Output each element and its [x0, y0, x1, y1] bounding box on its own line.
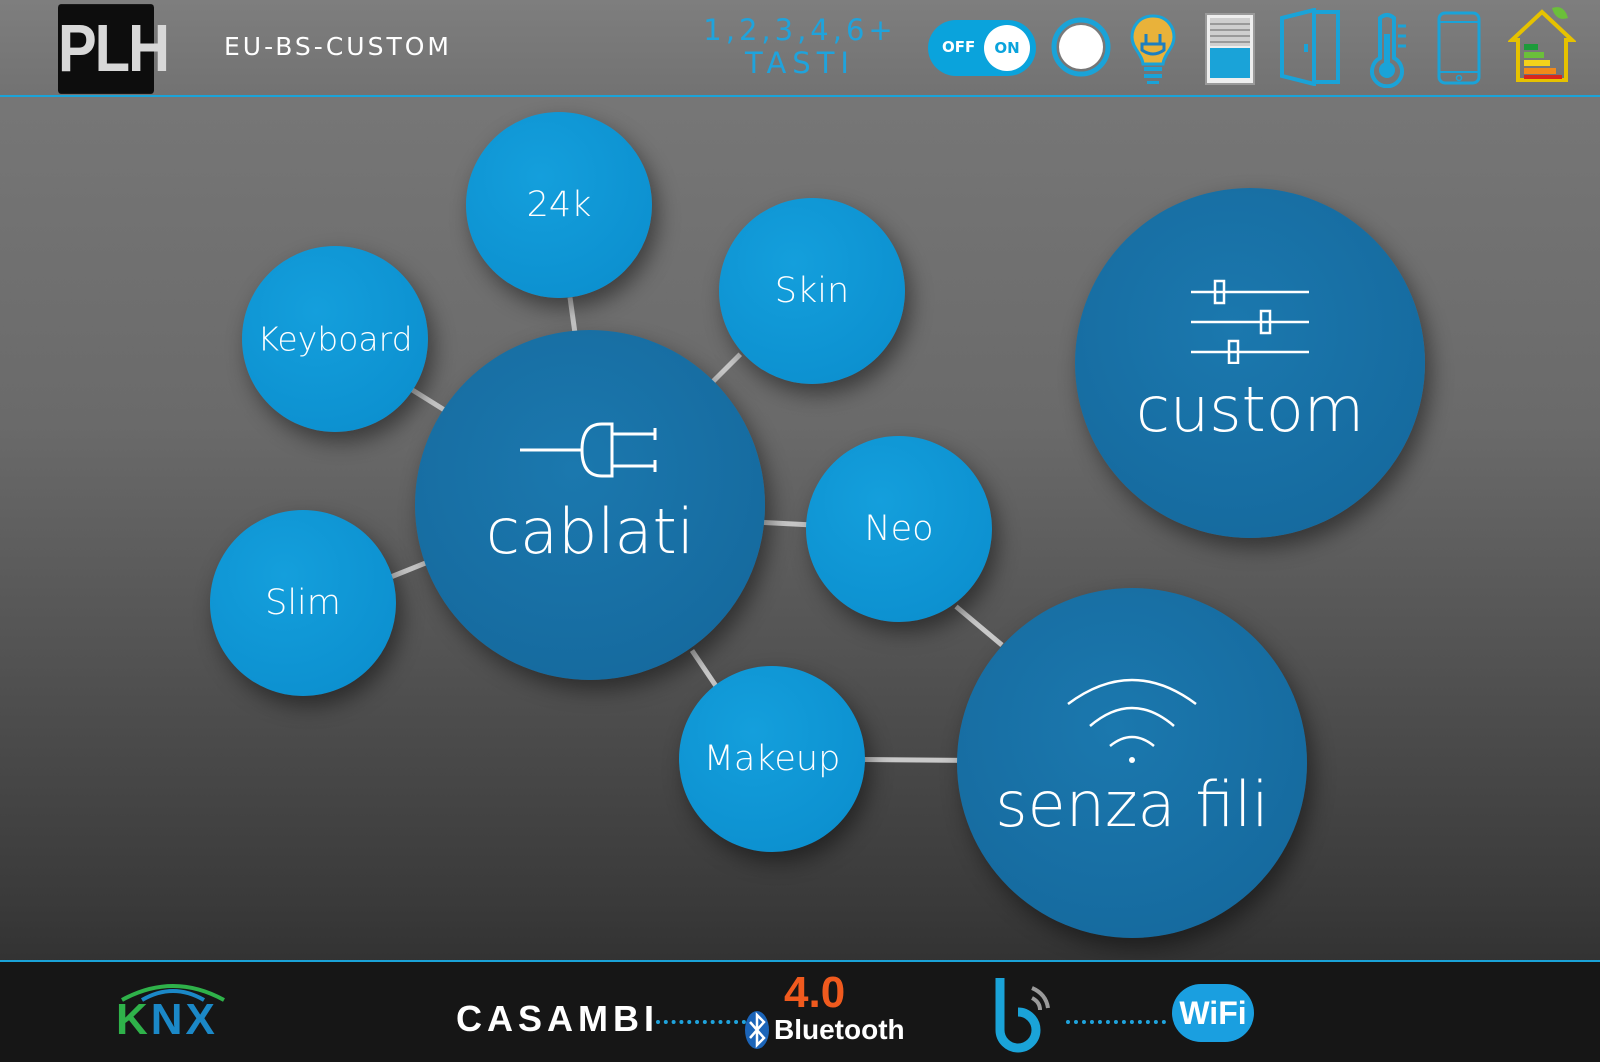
- link-neo-senza-fili: [954, 604, 1004, 647]
- bubble-keyboard[interactable]: Keyboard: [242, 246, 428, 432]
- door-icon[interactable]: [1278, 8, 1342, 86]
- energy-house-icon[interactable]: [1508, 4, 1576, 84]
- bubble-neo[interactable]: Neo: [806, 436, 992, 622]
- keys-count-numbers: 1,2,3,4,6+: [703, 13, 897, 47]
- casambi-bt-dots: [656, 1020, 746, 1024]
- bulb-plug-icon[interactable]: [1128, 12, 1178, 86]
- bubble-slim[interactable]: Slim: [210, 510, 396, 696]
- model-title: EU-BS-CUSTOM: [224, 32, 452, 61]
- plug-icon: [520, 422, 657, 478]
- thermometer-icon[interactable]: [1362, 10, 1412, 88]
- bubble-keyboard-label: Keyboard: [257, 319, 413, 359]
- bubble-skin[interactable]: Skin: [719, 198, 905, 384]
- bubble-skin-label: Skin: [774, 271, 850, 311]
- bubble-makeup-label: Makeup: [703, 739, 841, 779]
- knx-logo-k: K: [116, 995, 151, 1044]
- bluetooth-logo[interactable]: Bluetooth: [774, 1014, 905, 1045]
- dimmer-icon[interactable]: [1050, 16, 1112, 78]
- bubble-24k-label: 24k: [526, 185, 592, 225]
- link-makeup-senza-fili: [861, 757, 963, 763]
- bluetooth-icon: [745, 1011, 769, 1049]
- link-cablati-skin: [710, 352, 743, 385]
- toggle-off-label: OFF: [942, 38, 976, 56]
- blind-icon[interactable]: [1204, 12, 1256, 86]
- b-wireless-icon[interactable]: [990, 974, 1062, 1054]
- smartphone-icon[interactable]: [1436, 10, 1482, 86]
- bubble-senza-fili-label: senza fili: [995, 768, 1269, 841]
- knx-logo-nx: NX: [150, 995, 218, 1044]
- footer-bar: KNX CASAMBI 4.0 Bluetooth WiFi: [0, 960, 1600, 1062]
- keys-count-label[interactable]: 1,2,3,4,6+ TASTI: [700, 14, 900, 80]
- bubble-custom-label: custom: [1135, 373, 1365, 446]
- toggle-on-knob: ON: [984, 25, 1030, 71]
- keys-count-word: TASTI: [745, 46, 855, 80]
- sliders-icon: [1191, 279, 1309, 364]
- plh-logo[interactable]: PLH: [58, 4, 170, 94]
- bubble-slim-label: Slim: [265, 583, 341, 623]
- knx-logo[interactable]: KNX: [116, 995, 218, 1045]
- wifi-logo[interactable]: WiFi: [1172, 984, 1254, 1042]
- bubble-makeup[interactable]: Makeup: [679, 666, 865, 852]
- bubble-senza-fili[interactable]: senza fili: [957, 588, 1307, 938]
- knx-arc-icon: [121, 984, 225, 1002]
- bubble-cablati-label: cablati: [485, 495, 695, 568]
- bubble-cablati[interactable]: cablati: [415, 330, 765, 680]
- bubble-custom[interactable]: custom: [1075, 188, 1425, 538]
- on-off-toggle[interactable]: OFF ON: [928, 20, 1036, 76]
- wifi-signal-icon: [1067, 678, 1197, 763]
- b-wifi-dots: [1066, 1020, 1166, 1024]
- bubble-24k[interactable]: 24k: [466, 112, 652, 298]
- casambi-logo[interactable]: CASAMBI: [456, 998, 659, 1039]
- link-cablati-keyboard: [408, 386, 447, 413]
- link-cablati-neo: [763, 520, 809, 528]
- bubble-neo-label: Neo: [864, 509, 934, 549]
- bluetooth-version: 4.0: [784, 968, 846, 1017]
- header-bar: PLH EU-BS-CUSTOM 1,2,3,4,6+ TASTI OFF ON: [0, 0, 1600, 97]
